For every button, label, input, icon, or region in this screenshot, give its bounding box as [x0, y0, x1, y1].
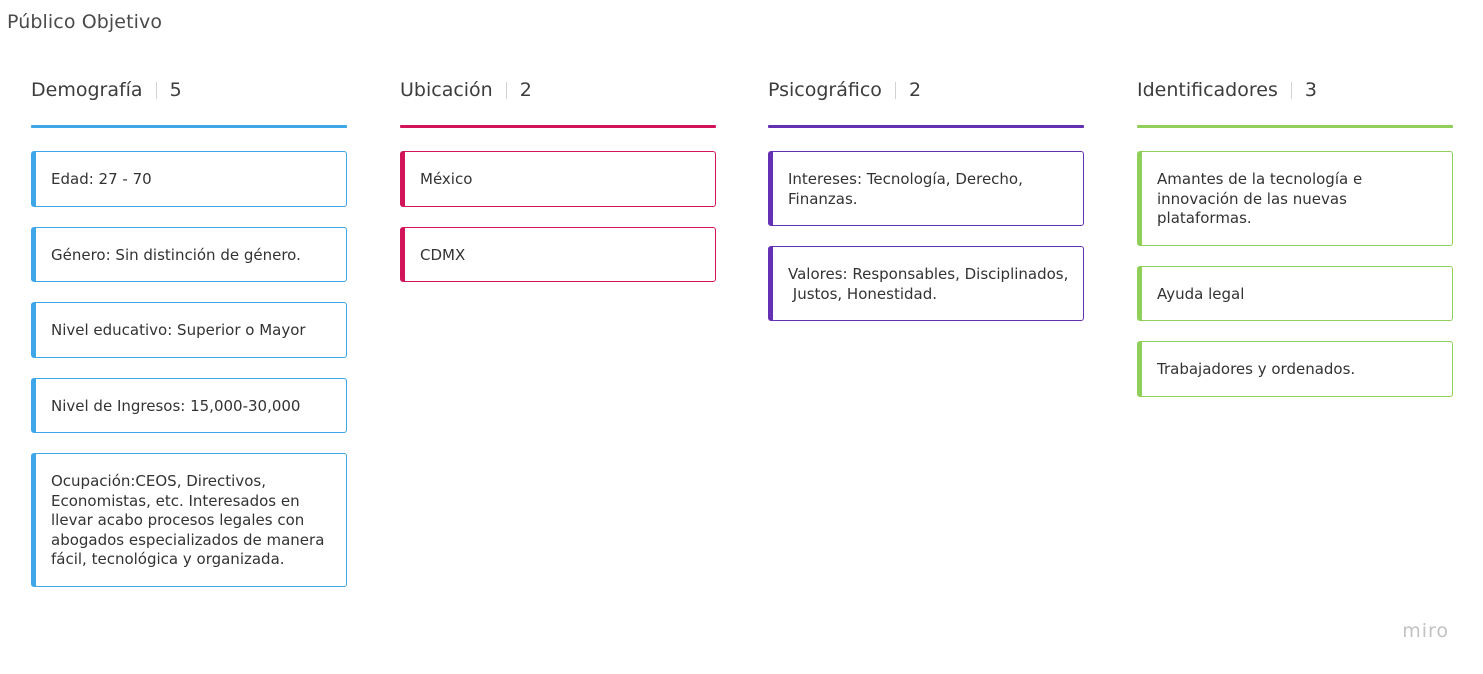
card[interactable]: Intereses: Tecnología, Derecho, Finanzas…: [768, 151, 1084, 226]
column-header-divider: [894, 81, 896, 99]
column-color-line: [768, 125, 1084, 128]
card-list: Amantes de la tecnología e innovación de…: [1137, 151, 1453, 397]
card[interactable]: Ayuda legal: [1137, 265, 1453, 321]
column-title: Psicográfico: [768, 79, 882, 101]
card[interactable]: CDMX: [400, 226, 716, 282]
column-card-count: 5: [169, 79, 182, 101]
column-card-count: 2: [519, 79, 532, 101]
column-header-divider: [1290, 81, 1292, 99]
column-header[interactable]: Demografía 5: [31, 72, 347, 108]
miro-watermark: miro: [1402, 620, 1449, 642]
column-title: Ubicación: [400, 79, 493, 101]
column-header-divider: [155, 81, 157, 99]
card-list: Edad: 27 - 70 Género: Sin distinción de …: [31, 151, 347, 587]
column-header-divider: [505, 81, 507, 99]
column-header[interactable]: Identificadores 3: [1137, 72, 1453, 108]
column-header[interactable]: Psicográfico 2: [768, 72, 1084, 108]
column-color-line: [400, 125, 716, 128]
card[interactable]: Trabajadores y ordenados.: [1137, 341, 1453, 397]
column-title: Identificadores: [1137, 79, 1278, 101]
column-header[interactable]: Ubicación 2: [400, 72, 716, 108]
card[interactable]: Nivel educativo: Superior o Mayor: [31, 302, 347, 358]
card[interactable]: Género: Sin distinción de género.: [31, 226, 347, 282]
card[interactable]: Ocupación:CEOS, Directivos, Economistas,…: [31, 453, 347, 587]
card[interactable]: Edad: 27 - 70: [31, 151, 347, 207]
card-list: Intereses: Tecnología, Derecho, Finanzas…: [768, 151, 1084, 321]
card[interactable]: Amantes de la tecnología e innovación de…: [1137, 151, 1453, 246]
column-ubicacion[interactable]: Ubicación 2 México CDMX: [400, 72, 716, 302]
column-demografia[interactable]: Demografía 5 Edad: 27 - 70 Género: Sin d…: [31, 72, 347, 607]
card[interactable]: México: [400, 151, 716, 207]
column-title: Demografía: [31, 79, 143, 101]
column-color-line: [31, 125, 347, 128]
card[interactable]: Nivel de Ingresos: 15,000-30,000: [31, 377, 347, 433]
column-identificadores[interactable]: Identificadores 3 Amantes de la tecnolog…: [1137, 72, 1453, 417]
card[interactable]: Valores: Responsables, Disciplinados, Ju…: [768, 246, 1084, 321]
column-card-count: 3: [1304, 79, 1317, 101]
column-color-line: [1137, 125, 1453, 128]
card-list: México CDMX: [400, 151, 716, 282]
column-card-count: 2: [908, 79, 922, 101]
column-psicografico[interactable]: Psicográfico 2 Intereses: Tecnología, De…: [768, 72, 1084, 341]
board-title: Público Objetivo: [7, 11, 163, 33]
